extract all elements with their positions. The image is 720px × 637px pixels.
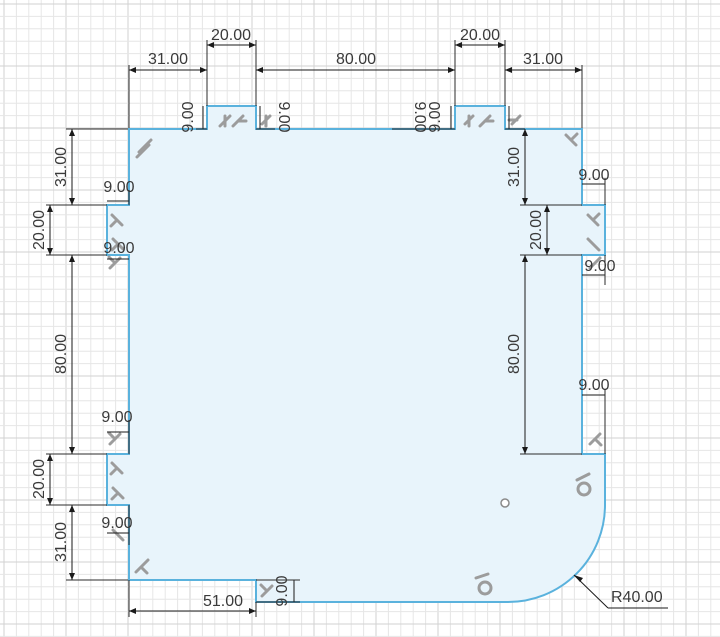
perpendicular-constraint-icon (110, 237, 125, 252)
perpendicular-constraint-icon (507, 114, 522, 126)
dim-top-middle-80: 80.00 (336, 51, 376, 68)
dim-bottom-tab-depth: 9.00 (274, 575, 291, 606)
perpendicular-constraint-icon (588, 432, 603, 447)
tangent-constraint-icon (474, 572, 490, 580)
dim-bottom-51: 51.00 (203, 593, 243, 610)
perpendicular-constraint-icon (260, 114, 272, 128)
dimension-lines (46, 40, 668, 617)
dim-fillet-radius: R40.00 (611, 589, 663, 606)
perpendicular-constraint-icon (259, 583, 274, 598)
dim-right-31-top: 31.00 (506, 147, 523, 187)
dim-top-left-31: 31.00 (148, 51, 188, 68)
perpendicular-constraint-icon (586, 212, 601, 227)
perpendicular-constraint-icon (564, 132, 579, 147)
dim-right-tab1-depth-b: 9.00 (584, 258, 615, 275)
constraint-icons (107, 114, 603, 598)
perpendicular-constraint-icon (109, 213, 124, 228)
tangent-constraint-icon (576, 481, 592, 497)
dim-left-tab1-depth-b: 9.00 (103, 240, 134, 257)
dim-top-tab-left-depth-b: 9.00 (275, 101, 292, 132)
dim-right-tab2-depth: 9.00 (578, 377, 609, 394)
perpendicular-constraint-icon (109, 461, 124, 476)
tangent-constraint-icon (477, 580, 493, 596)
dim-right-80: 80.00 (506, 334, 523, 374)
perpendicular-constraint-icon (478, 114, 495, 128)
sketch-profile[interactable] (106, 105, 606, 603)
perpendicular-constraint-icon (218, 114, 232, 128)
dim-top-tab-right-depth-a: 9.00 (411, 101, 428, 132)
perpendicular-constraint-icon (586, 237, 601, 252)
dim-top-tab-left-20: 20.00 (211, 27, 251, 44)
dim-left-tab2-20: 20.00 (31, 459, 48, 499)
dim-right-tab1-depth-a: 9.00 (578, 167, 609, 184)
dim-left-tab1-20: 20.00 (31, 210, 48, 250)
tangent-constraint-icon (575, 472, 591, 482)
perpendicular-constraint-icon (588, 256, 602, 270)
dim-left-tab2-depth-b: 9.00 (101, 515, 132, 532)
dim-top-right-31: 31.00 (523, 51, 563, 68)
dim-left-tab2-depth-a: 9.00 (101, 409, 132, 426)
horizontal-constraint-icon (135, 138, 153, 159)
dim-top-tab-right-depth-b: 9.00 (427, 101, 444, 132)
perpendicular-constraint-icon (111, 528, 125, 542)
dim-top-tab-right-20: 20.00 (460, 27, 500, 44)
dim-right-tab1-20: 20.00 (528, 210, 545, 250)
perpendicular-constraint-icon (231, 114, 248, 128)
dim-left-80: 80.00 (53, 334, 70, 374)
perpendicular-constraint-icon (134, 558, 150, 575)
dim-top-tab-left-depth-a: 9.00 (180, 101, 197, 132)
dimension-arrows (47, 42, 583, 614)
perpendicular-constraint-icon (107, 431, 122, 446)
center-point[interactable] (500, 498, 510, 508)
dim-left-31-top: 31.00 (53, 147, 70, 187)
dim-left-tab1-depth-a: 9.00 (103, 179, 134, 196)
perpendicular-constraint-icon (463, 114, 475, 128)
dimension-labels: 31.00 20.00 80.00 20.00 31.00 9.00 9.00 … (31, 27, 663, 610)
perpendicular-constraint-icon (107, 255, 122, 270)
dim-left-31-bottom: 31.00 (53, 522, 70, 562)
perpendicular-constraint-icon (110, 486, 125, 501)
